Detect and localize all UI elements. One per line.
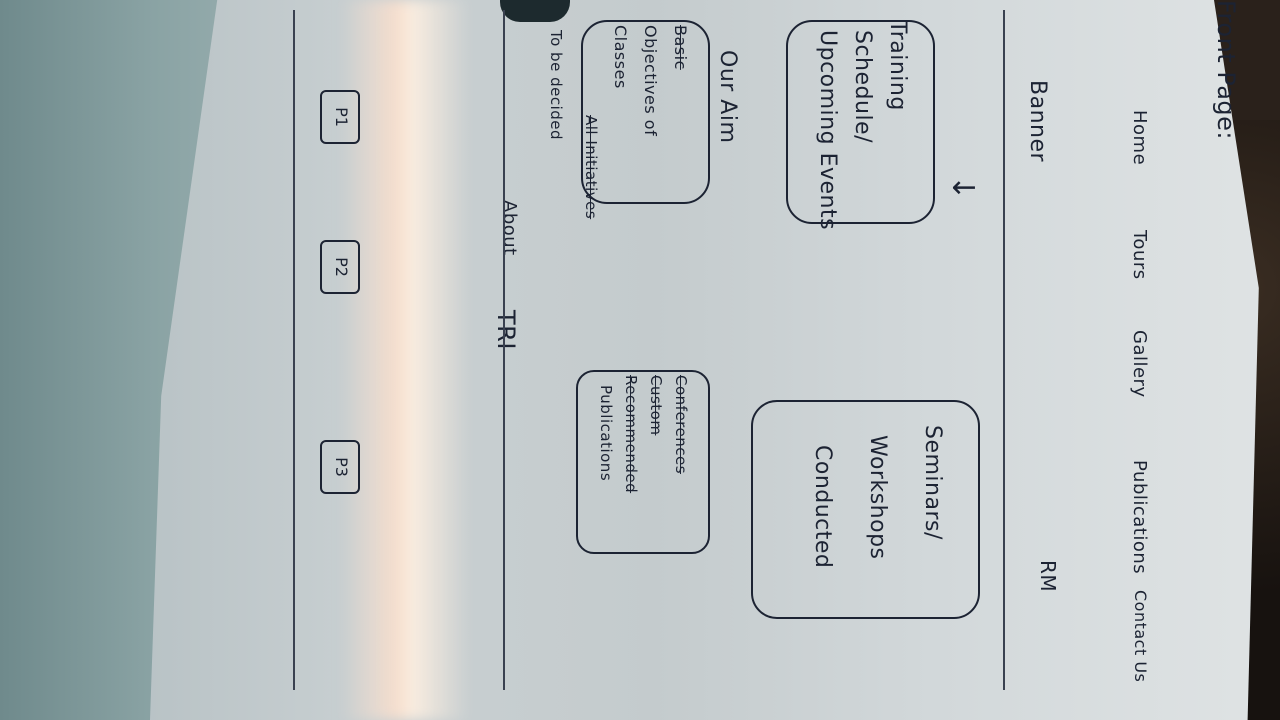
nav-item-home: Home [1129,110,1150,166]
paper-sheet [150,0,1259,720]
footer-top-rule [293,10,295,690]
seminars-card-line-3: Conducted [810,445,835,569]
shadow-blob [500,0,570,22]
our-aim-line-2: Objectives of [641,25,660,137]
to-be-decided-note: To be decided [547,30,565,141]
arrow-icon: ↓ [945,175,980,201]
nav-item-gallery: Gallery [1129,330,1150,398]
publications-line-2: Custom [647,375,665,436]
our-aim-title: Our Aim [715,50,740,144]
banner-label: Banner [1025,80,1050,163]
nav-item-tours: Tours [1129,230,1150,280]
publications-line-4: Publications [597,385,615,482]
sunlight-streak [340,0,470,720]
our-aim-line-3: Classes [611,25,630,89]
seminars-card-line-1: Seminars/ [920,425,945,540]
our-aim-line-1: Basic [671,25,690,70]
struck-initiatives: All Initiatives [582,115,600,220]
events-card-line-1: Training [885,20,910,111]
page-title: Front Page: [1212,0,1240,141]
seminars-card-line-2: Workshops [865,435,890,560]
events-card-line-2: Schedule/ [850,30,875,144]
publications-line-3: Recommended [622,375,640,494]
nav-item-contact: Contact Us [1131,590,1150,683]
partner-box-3: P3 [320,440,360,494]
events-card-line-3: Upcoming Events [815,30,840,231]
wireframe-sketch: Front Page: Home Tours Gallery Publicati… [280,0,1280,720]
publications-line-1: Conferences [672,375,690,475]
banner-right-label: RM [1036,560,1060,593]
brand-label: TRI [492,310,520,350]
about-bottom-rule [503,10,505,690]
partner-box-1: P1 [320,90,360,144]
partner-box-2: P2 [320,240,360,294]
banner-bottom-rule [1003,10,1005,690]
nav-item-publications: Publications [1129,460,1150,575]
